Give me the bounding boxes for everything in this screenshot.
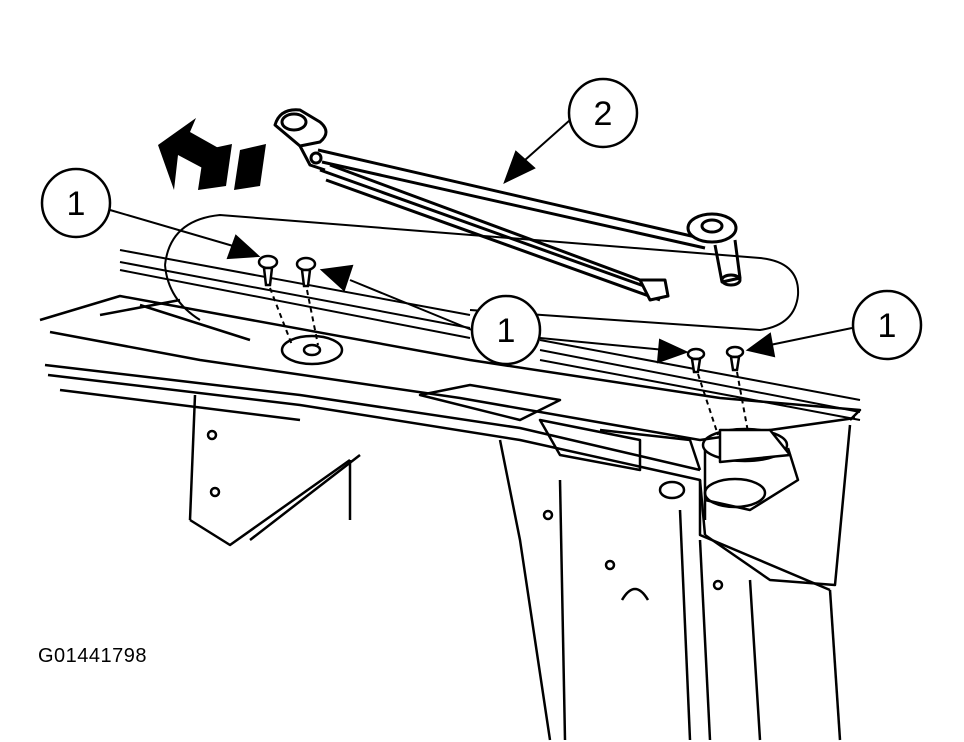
bolt-paths [269, 287, 749, 436]
callout-1-left: 1 [40, 167, 112, 239]
wiper-linkage [273, 108, 742, 302]
callout-1-right: 1 [851, 289, 923, 361]
svg-text:1: 1 [67, 185, 86, 223]
callout-2: 2 [567, 77, 639, 149]
bolt-icon [257, 254, 745, 374]
figure-id: G01441798 [38, 645, 148, 667]
svg-text:1: 1 [497, 312, 516, 350]
callout-1-center: 1 [470, 294, 542, 366]
svg-text:2: 2 [594, 95, 613, 133]
leader-lines [109, 119, 853, 364]
cowl-panel [39, 294, 862, 741]
svg-text:1: 1 [878, 307, 897, 345]
direction-arrow-icon [158, 118, 266, 190]
